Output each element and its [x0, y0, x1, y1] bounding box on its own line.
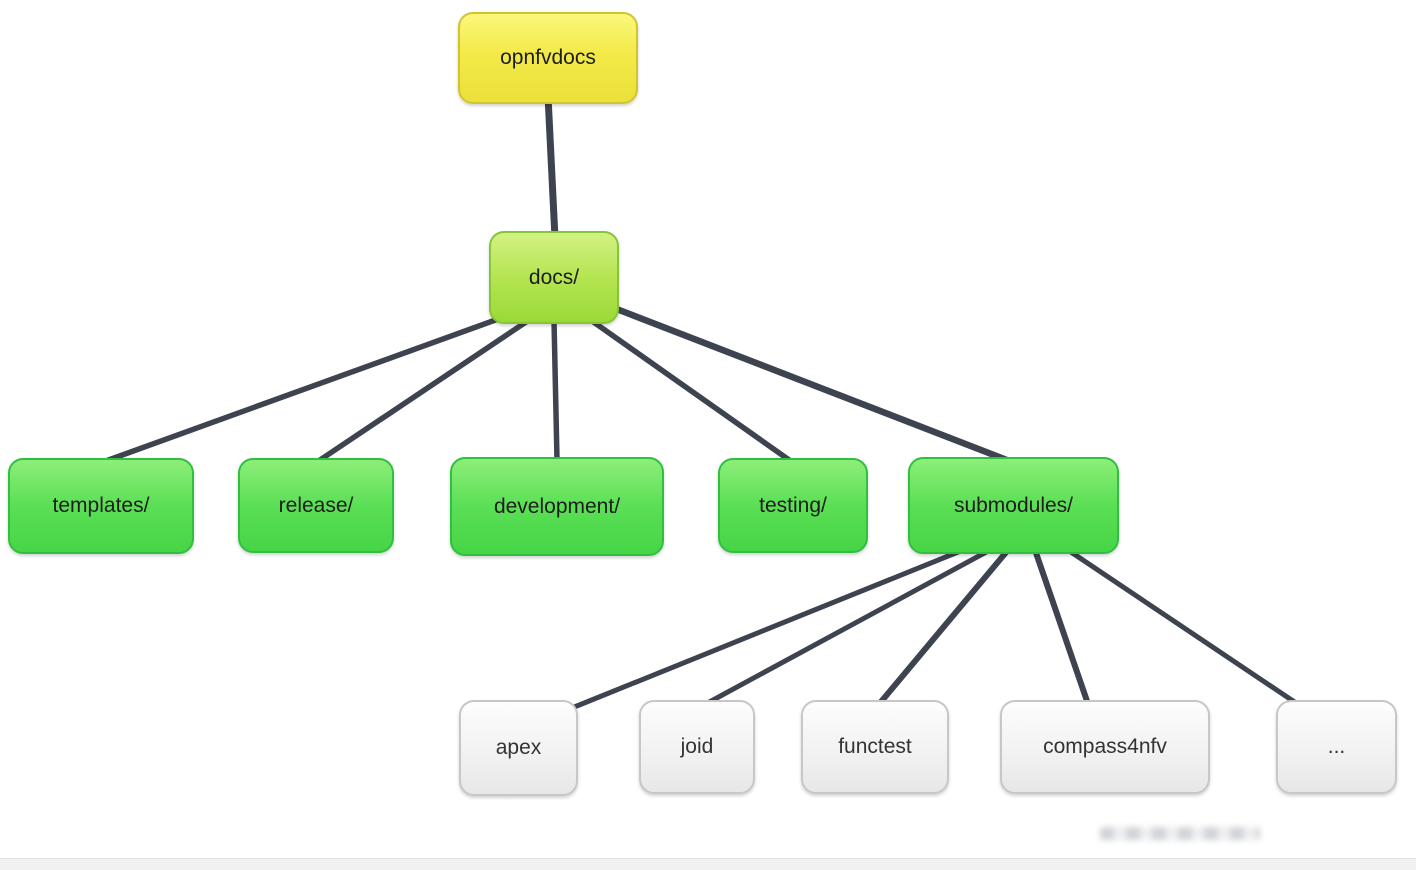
- edge-root-docs: [544, 92, 559, 242]
- node-more-label: ...: [1327, 735, 1346, 758]
- node-apex: apex: [459, 700, 578, 796]
- node-docs-label: docs/: [528, 265, 580, 289]
- node-development-label: development/: [493, 494, 621, 518]
- edge-docs-release: [314, 315, 535, 465]
- edge-docs-development: [551, 317, 560, 463]
- node-compass4nfv: compass4nfv: [1000, 700, 1210, 794]
- edge-submodules-compass4nfv: [1032, 547, 1090, 704]
- edge-docs-testing: [582, 313, 795, 465]
- edge-docs-submodules: [610, 304, 1016, 466]
- node-opnfvdocs: opnfvdocs: [458, 12, 638, 104]
- edge-submodules-functest: [877, 547, 1011, 706]
- watermark-smudge: [1100, 827, 1260, 840]
- node-templates-label: templates/: [52, 494, 150, 517]
- node-functest: functest: [801, 700, 949, 794]
- node-testing-label: testing/: [759, 493, 827, 517]
- node-docs: docs/: [489, 231, 619, 324]
- edge-submodules-more: [1062, 545, 1305, 710]
- node-templates: templates/: [8, 458, 194, 554]
- node-development: development/: [450, 457, 664, 556]
- node-opnfvdocs-label: opnfvdocs: [500, 46, 596, 69]
- node-apex-label: apex: [495, 736, 542, 759]
- edge-docs-templates: [100, 311, 515, 465]
- node-functest-label: functest: [838, 735, 912, 758]
- edge-submodules-apex: [559, 545, 971, 715]
- node-release: release/: [238, 458, 394, 553]
- node-compass4nfv-label: compass4nfv: [1043, 735, 1167, 758]
- node-submodules-label: submodules/: [953, 493, 1074, 517]
- node-more: ...: [1276, 700, 1397, 794]
- node-submodules: submodules/: [908, 457, 1119, 554]
- node-joid-label: joid: [680, 735, 714, 758]
- bottom-bar: [0, 858, 1416, 870]
- node-testing: testing/: [718, 458, 868, 553]
- node-release-label: release/: [278, 493, 354, 517]
- edge-submodules-joid: [699, 547, 993, 709]
- node-joid: joid: [639, 700, 755, 794]
